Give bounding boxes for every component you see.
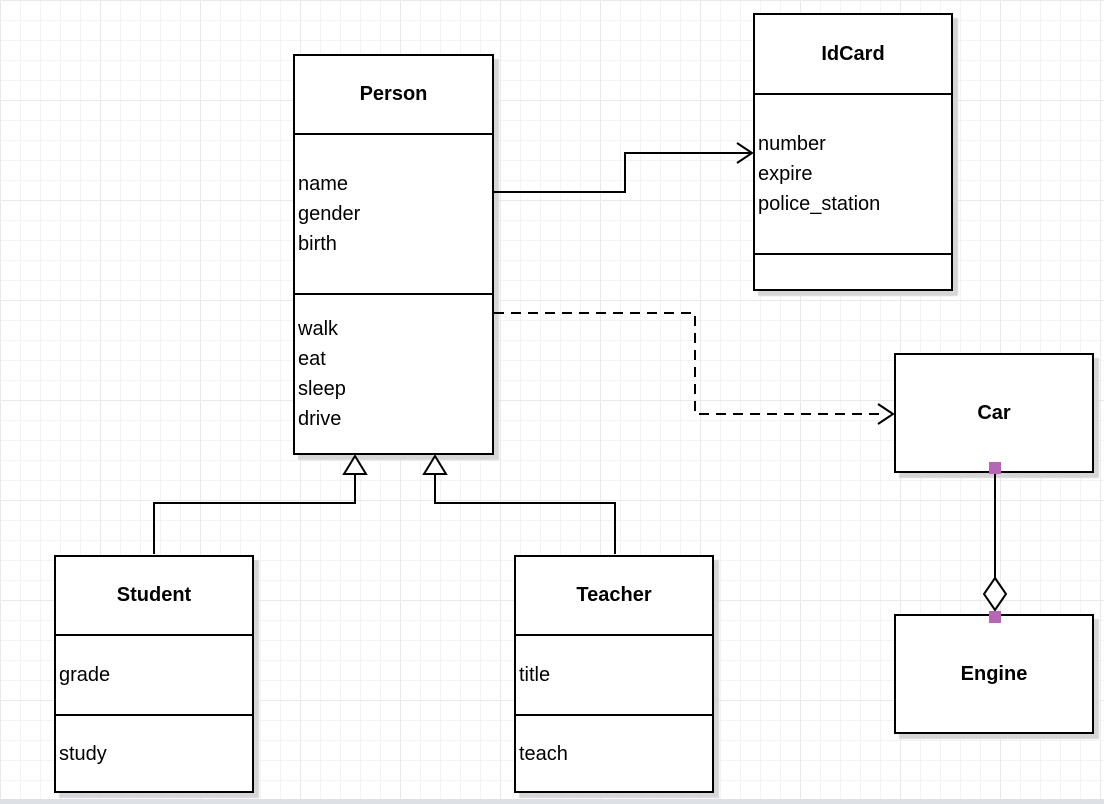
dependency-line[interactable] [494, 312, 884, 415]
connector-teacher-person[interactable] [422, 454, 616, 554]
class-student-attributes: grade [56, 634, 252, 714]
class-idcard-methods [755, 253, 951, 289]
class-teacher-title: Teacher [576, 584, 652, 606]
method: sleep [298, 378, 346, 400]
method: teach [519, 742, 568, 765]
class-idcard-title: IdCard [821, 42, 885, 65]
method: eat [298, 348, 326, 370]
open-arrowhead-icon [877, 403, 895, 425]
attribute: police_station [758, 193, 881, 215]
class-teacher-attributes: title [516, 634, 712, 714]
class-engine-title: Engine [960, 662, 1028, 685]
attribute: grade [59, 664, 111, 686]
attribute: number [758, 133, 826, 155]
generalization-line[interactable] [153, 474, 356, 554]
class-car-title: Car [977, 401, 1011, 424]
method: drive [298, 408, 342, 430]
canvas-bottom-scrollbar[interactable] [0, 799, 1104, 804]
aggregation-diamond-icon [982, 576, 1008, 612]
generalization-triangle-icon [342, 454, 368, 475]
class-student-methods: study [56, 714, 252, 791]
connector-student-person[interactable] [153, 454, 368, 554]
class-student[interactable]: Student grade study [54, 555, 254, 793]
class-person-methods: walk eat sleep drive [295, 293, 492, 453]
generalization-triangle-icon [422, 454, 448, 475]
connector-person-car[interactable] [494, 312, 895, 425]
class-engine[interactable]: Engine [894, 614, 1094, 734]
method: study [59, 742, 107, 765]
method: walk [298, 318, 339, 340]
class-person-attributes: name gender birth [295, 133, 492, 293]
class-person-title: Person [359, 83, 428, 105]
class-teacher[interactable]: Teacher title teach [514, 555, 714, 793]
attribute: expire [758, 163, 813, 185]
class-idcard-attributes: number expire police_station [755, 93, 951, 253]
connector-person-idcard[interactable] [494, 142, 754, 193]
class-person[interactable]: Person name gender birth walk eat sleep … [293, 54, 494, 455]
class-student-title: Student [116, 584, 192, 606]
class-idcard[interactable]: IdCard number expire police_station [753, 13, 953, 291]
attribute: title [519, 664, 551, 686]
class-teacher-methods: teach [516, 714, 712, 791]
generalization-line[interactable] [434, 474, 616, 554]
open-arrowhead-icon [736, 142, 754, 164]
association-line[interactable] [494, 152, 751, 193]
class-car[interactable]: Car [894, 353, 1094, 473]
connector-car-engine[interactable] [982, 462, 1008, 623]
attribute: birth [298, 233, 337, 255]
attribute: gender [298, 203, 361, 225]
attribute: name [298, 173, 349, 195]
